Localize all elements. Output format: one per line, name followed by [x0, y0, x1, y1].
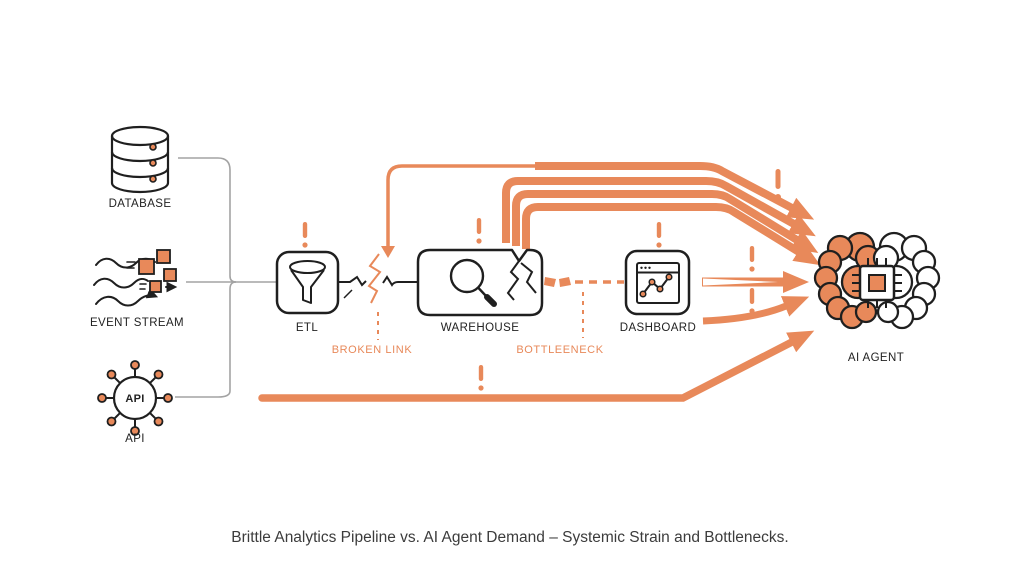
- ai-brain-chip-icon: [813, 231, 941, 330]
- broken-link-left-segment: [338, 275, 367, 287]
- broken-link-crack: [367, 253, 382, 304]
- etl-label: ETL: [296, 322, 318, 334]
- database-icon: [110, 125, 170, 194]
- demand-arrow-1: [502, 177, 816, 243]
- dashboard-node: [624, 249, 691, 316]
- api-bypass-arrow: [258, 330, 815, 402]
- ai-agent-label: AI AGENT: [848, 352, 904, 364]
- source-connector-lines: [175, 157, 277, 398]
- bottleneck-chunk-2: [559, 277, 571, 287]
- warning-icon-top-right: [775, 169, 781, 200]
- broken-link-crack-tick: [343, 289, 353, 299]
- magnifier-icon: [449, 258, 497, 307]
- demand-arrow-2: [512, 190, 819, 254]
- warehouse-node: [416, 248, 544, 317]
- api-connector-line: [175, 281, 237, 398]
- database-label: DATABASE: [109, 198, 172, 210]
- dashboard-chart-icon: [636, 262, 680, 304]
- warning-marks: [302, 169, 781, 391]
- demand-arrow-3: [522, 203, 821, 266]
- warning-icon-etl: [302, 222, 308, 248]
- broken-link-right-segment: [382, 275, 418, 287]
- agent-demand-arrows: [258, 162, 821, 402]
- warehouse-label: WAREHOUSE: [441, 322, 520, 334]
- dashboard-label: DASHBOARD: [620, 322, 696, 334]
- demand-arrow-broken-link: [386, 164, 545, 250]
- warning-icon-dashboard: [656, 222, 662, 248]
- bottleneck-label: BOTTLEENECK: [516, 344, 603, 356]
- api-icon: API: [97, 360, 173, 436]
- etl-warehouse-link: [338, 275, 418, 299]
- event-stream-label: EVENT STREAM: [90, 317, 184, 329]
- bottleneck-chunk-1: [544, 277, 556, 287]
- chip-icon: [852, 258, 902, 308]
- diagram-caption: Brittle Analytics Pipeline vs. AI Agent …: [231, 529, 788, 546]
- api-icon-text: API: [125, 393, 144, 405]
- database-connector-line: [178, 157, 237, 283]
- dashboard-agent-arrow-2: [702, 296, 810, 325]
- dashboard-agent-arrow-slit: [703, 278, 778, 286]
- warning-icon-warehouse: [476, 218, 482, 244]
- warning-icon-agent-2: [749, 288, 755, 314]
- funnel-icon: [289, 260, 326, 304]
- event-stream-icon: [93, 249, 178, 307]
- warehouse-crack: [506, 260, 537, 301]
- bottleneck-link: [544, 277, 624, 338]
- warning-icon-api-path: [478, 365, 484, 391]
- broken-link-label: BROKEN LINK: [332, 344, 413, 356]
- demand-arrow-top: [535, 162, 815, 220]
- warning-icon-agent-1: [749, 246, 755, 272]
- etl-node: [275, 250, 340, 315]
- demand-arrowhead-down: [381, 246, 395, 258]
- broken-link-callout: [367, 253, 382, 340]
- api-label: API: [125, 433, 145, 445]
